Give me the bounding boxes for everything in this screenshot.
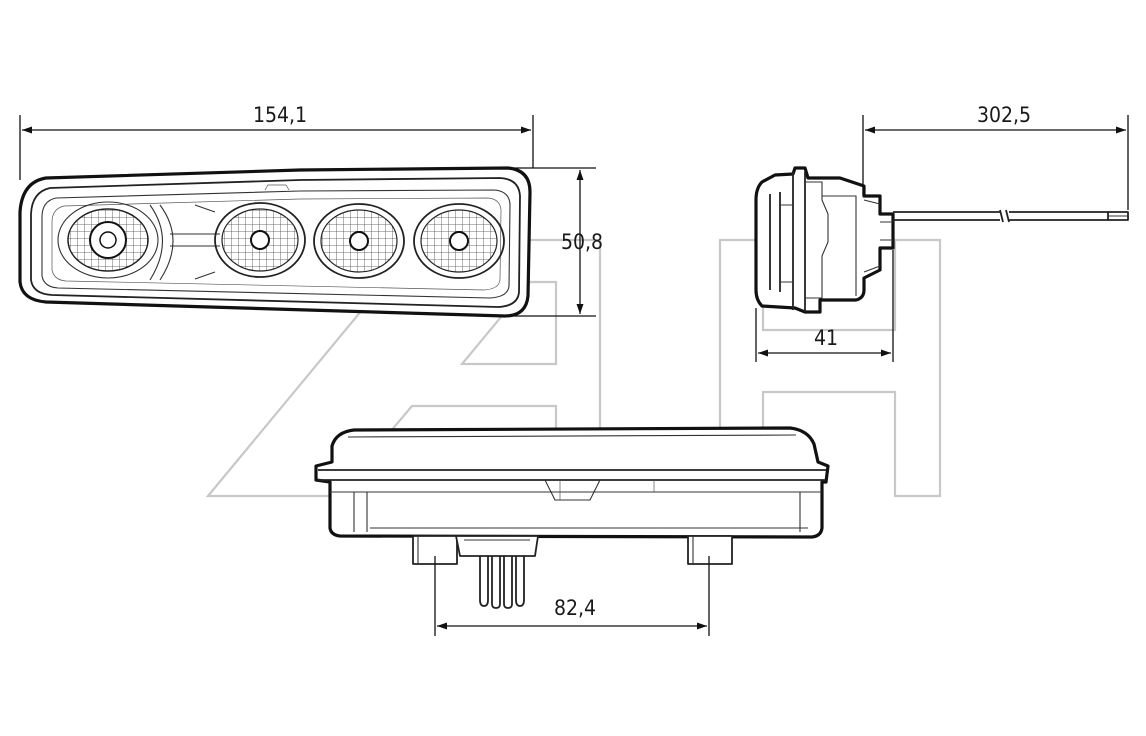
dimension-front-width: 154,1 — [19, 103, 534, 180]
mounting-stud-right — [687, 535, 733, 565]
mounting-stud-left — [412, 535, 458, 565]
dimension-label-front-height: 50,8 — [561, 230, 603, 254]
dimension-front-height: 50,8 — [505, 167, 603, 317]
side-view — [754, 166, 1129, 314]
dimension-label-side-depth: 41 — [814, 326, 838, 350]
cable-connector — [455, 535, 539, 609]
dimension-cable-length: 302,5 — [862, 103, 1129, 210]
dimension-side-depth: 41 — [755, 250, 894, 362]
dimension-label-bottom-spacing: 82,4 — [554, 596, 596, 620]
bottom-view — [314, 426, 830, 609]
front-view — [18, 166, 532, 318]
lamp-reflector-4 — [413, 203, 505, 279]
dimension-label-front-width: 154,1 — [253, 103, 307, 127]
dimension-bottom-spacing: 82,4 — [434, 556, 710, 636]
lamp-reflector-1 — [57, 201, 159, 279]
lamp-reflector-3 — [313, 203, 405, 279]
lamp-reflector-2 — [214, 202, 306, 278]
dimension-label-cable-length: 302,5 — [977, 103, 1031, 127]
